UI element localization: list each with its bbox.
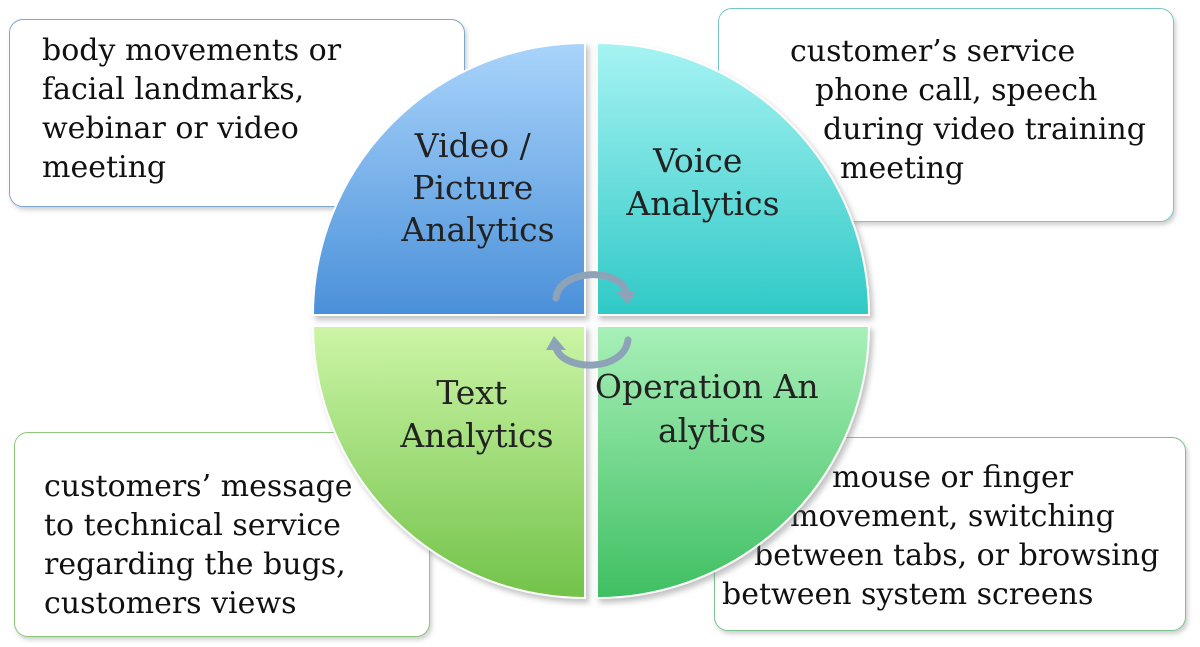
quadrant-text-label: Text Analytics: [399, 373, 553, 455]
callout-text-text: customers’ message to technical service …: [44, 467, 352, 623]
callout-text-line: to technical service: [44, 508, 341, 543]
quadrant-text-analytics: [311, 325, 586, 600]
quadrant-operation-analytics: [596, 325, 871, 600]
quadrant-video-label-line: Picture: [412, 168, 533, 207]
quadrant-text-label-line: Text: [436, 373, 507, 412]
quadrant-voice-label-line: Voice: [652, 141, 742, 180]
arrow-bottom-icon: [552, 336, 632, 369]
quadrant-operation-label-line: alytics: [658, 411, 766, 450]
arrow-top-head-icon: [616, 292, 636, 304]
callout-operation-line: between tabs, or browsing: [754, 538, 1160, 573]
quadrant-voice-analytics: [596, 41, 871, 316]
quadrant-video-analytics: [311, 41, 586, 316]
callout-voice-text: customer’s service phone call, speech du…: [790, 32, 1146, 188]
arrow-top-icon: [552, 271, 630, 302]
callout-text-line: customers views: [44, 586, 297, 621]
callout-operation-text: mouse or finger movement, switching betw…: [722, 458, 1159, 614]
callout-text-line: regarding the bugs,: [44, 547, 346, 582]
quadrant-video-label-line: Analytics: [400, 210, 554, 249]
callout-video-line: facial landmarks,: [42, 72, 305, 107]
quadrant-voice-label: Voice Analytics: [625, 141, 779, 223]
callout-operation-line: between system screens: [722, 577, 1094, 612]
callout-operation-line: mouse or finger: [832, 460, 1074, 495]
callout-voice-line: phone call, speech: [815, 73, 1098, 108]
callout-voice-line: customer’s service: [790, 34, 1076, 69]
callout-video-line: body movements or: [42, 33, 342, 68]
callout-voice-line: meeting: [840, 151, 965, 186]
arrow-bottom-head-icon: [546, 336, 566, 350]
quadrant-video-label-line: Video /: [414, 126, 532, 165]
quadrant-text-label-line: Analytics: [399, 416, 553, 455]
callout-text-line: customers’ message: [44, 469, 353, 504]
quadrant-video-label: Video / Picture Analytics: [400, 126, 554, 249]
callout-voice-line: during video training: [823, 112, 1146, 147]
callout-video-line: meeting: [42, 150, 167, 185]
callout-operation-line: movement, switching: [790, 499, 1115, 534]
callout-video-line: webinar or video: [42, 111, 299, 146]
quadrant-operation-label-line: Operation An: [595, 367, 819, 406]
quadrant-operation-label: Operation An alytics: [595, 367, 829, 450]
quadrant-voice-label-line: Analytics: [625, 184, 779, 223]
circular-arrows-icon: [546, 271, 636, 369]
callout-video-text: body movements or facial landmarks, webi…: [42, 31, 341, 187]
